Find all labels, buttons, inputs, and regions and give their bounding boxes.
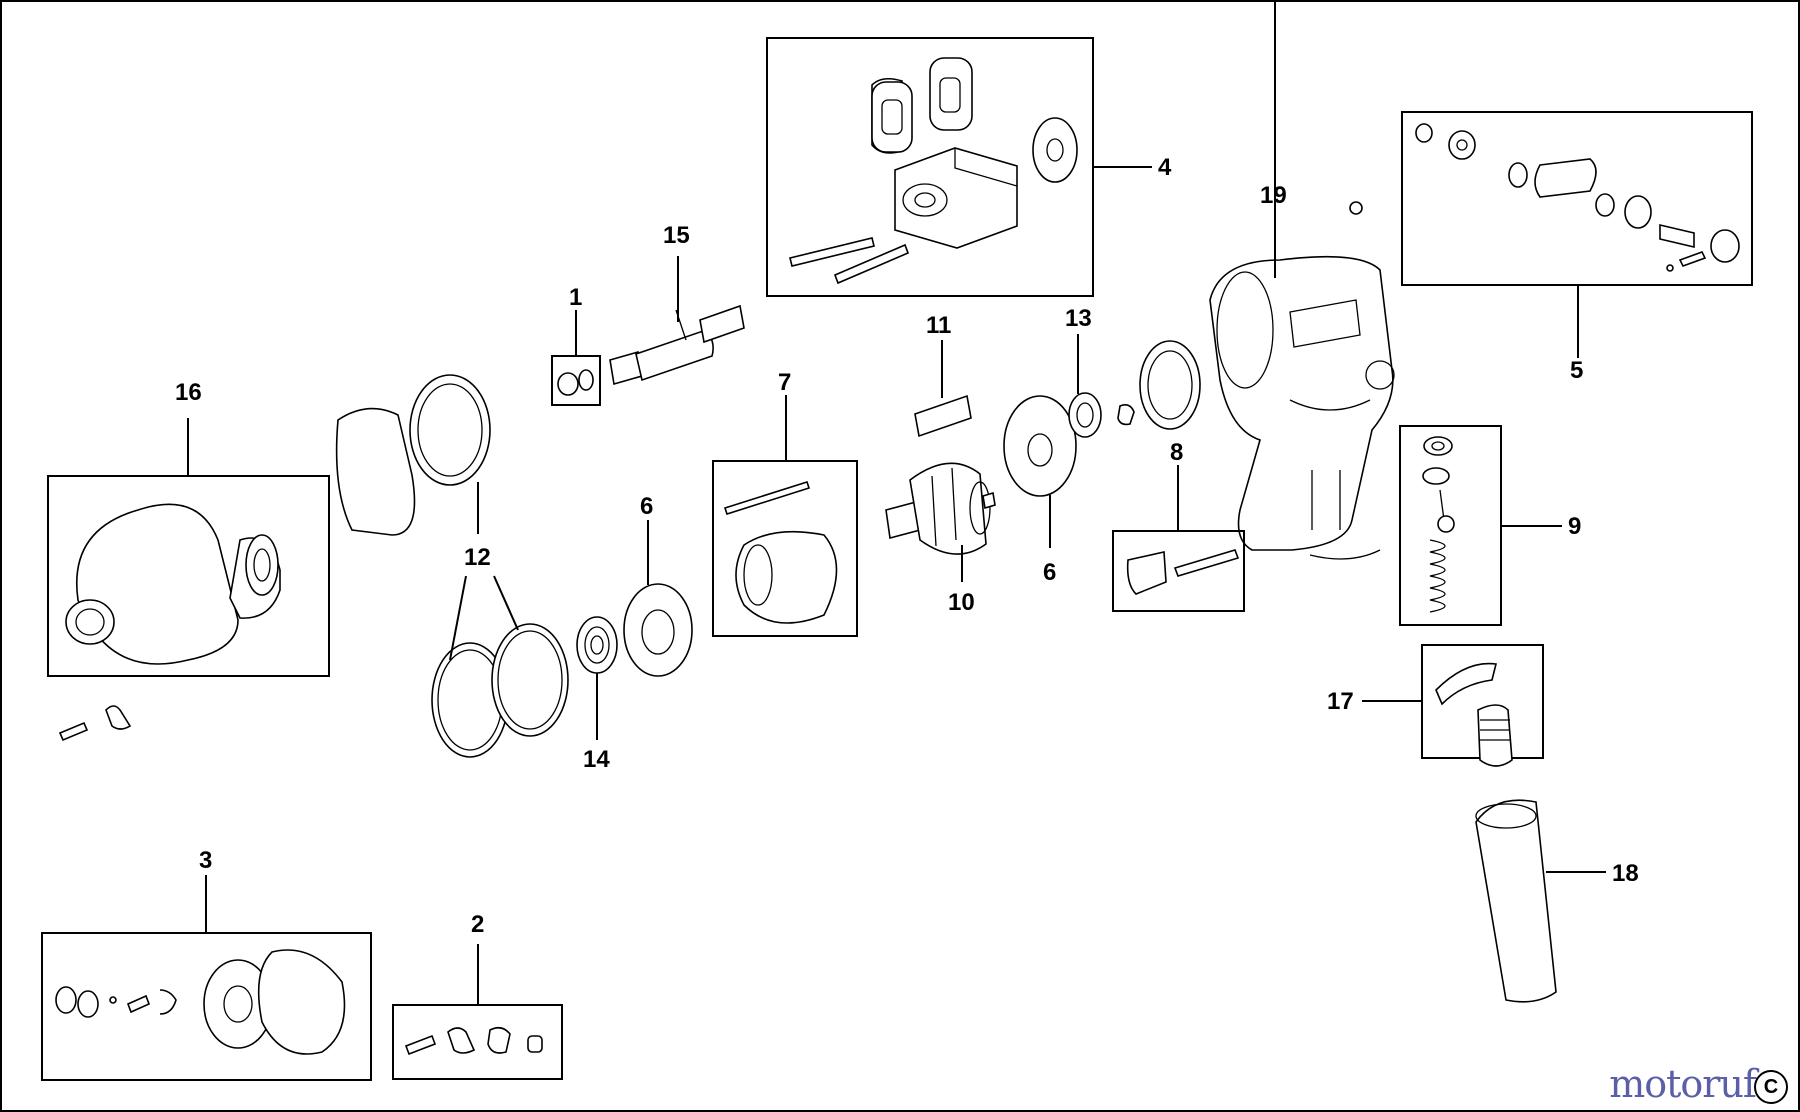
part-4-hammer-kit	[766, 37, 1094, 297]
callout-12: 12	[464, 544, 491, 571]
part-9-throttle-valve-kit	[1399, 425, 1502, 626]
part-15-anvil	[609, 304, 745, 386]
callout-1: 1	[569, 284, 582, 311]
callout-8: 8	[1170, 439, 1183, 466]
callout-9: 9	[1568, 513, 1581, 540]
part-1-o-rings	[551, 355, 601, 406]
part-18-sleeve	[1475, 799, 1557, 1003]
callout-13: 13	[1065, 305, 1092, 332]
part-6-front-end-plate	[623, 583, 693, 677]
callout-7: 7	[778, 369, 791, 396]
watermark: motoruf	[1609, 1062, 1757, 1106]
watermark-text: motoruf	[1609, 1062, 1757, 1106]
callout-17: 17	[1327, 688, 1354, 715]
callout-14: 14	[583, 746, 610, 773]
callout-5: 5	[1570, 357, 1583, 384]
callout-6b: 6	[1043, 559, 1056, 586]
part-6-rear-end-plate	[1003, 395, 1077, 497]
callout-15: 15	[663, 222, 690, 249]
callout-4: 4	[1158, 154, 1172, 181]
part-2-screw-kit	[392, 1004, 563, 1080]
callout-18: 18	[1612, 860, 1639, 887]
loose-screw-and-clip	[58, 705, 132, 742]
part-7-cylinder	[712, 460, 858, 637]
callout-2: 2	[471, 911, 484, 938]
callout-11: 11	[926, 312, 951, 339]
part-14-bearing	[576, 616, 618, 674]
copyright-badge: C	[1754, 1070, 1788, 1104]
callout-19: 19	[1260, 182, 1287, 209]
part-3-motor-kit	[41, 932, 372, 1081]
callout-6a: 6	[640, 493, 653, 520]
callout-3: 3	[199, 847, 212, 874]
callout-16: 16	[175, 379, 202, 406]
callout-10: 10	[948, 589, 975, 616]
part-13-bearing	[1068, 340, 1201, 438]
part-19-housing	[1209, 201, 1395, 560]
part-11-blade	[914, 394, 972, 438]
part-12-gaskets	[335, 374, 569, 758]
part-8-deflector-kit	[1112, 530, 1245, 612]
part-17-inlet-kit	[1421, 644, 1544, 767]
part-10-rotor	[885, 462, 996, 555]
part-16-hammer-case	[47, 475, 330, 677]
part-5-reverse-valve-kit	[1401, 111, 1753, 286]
